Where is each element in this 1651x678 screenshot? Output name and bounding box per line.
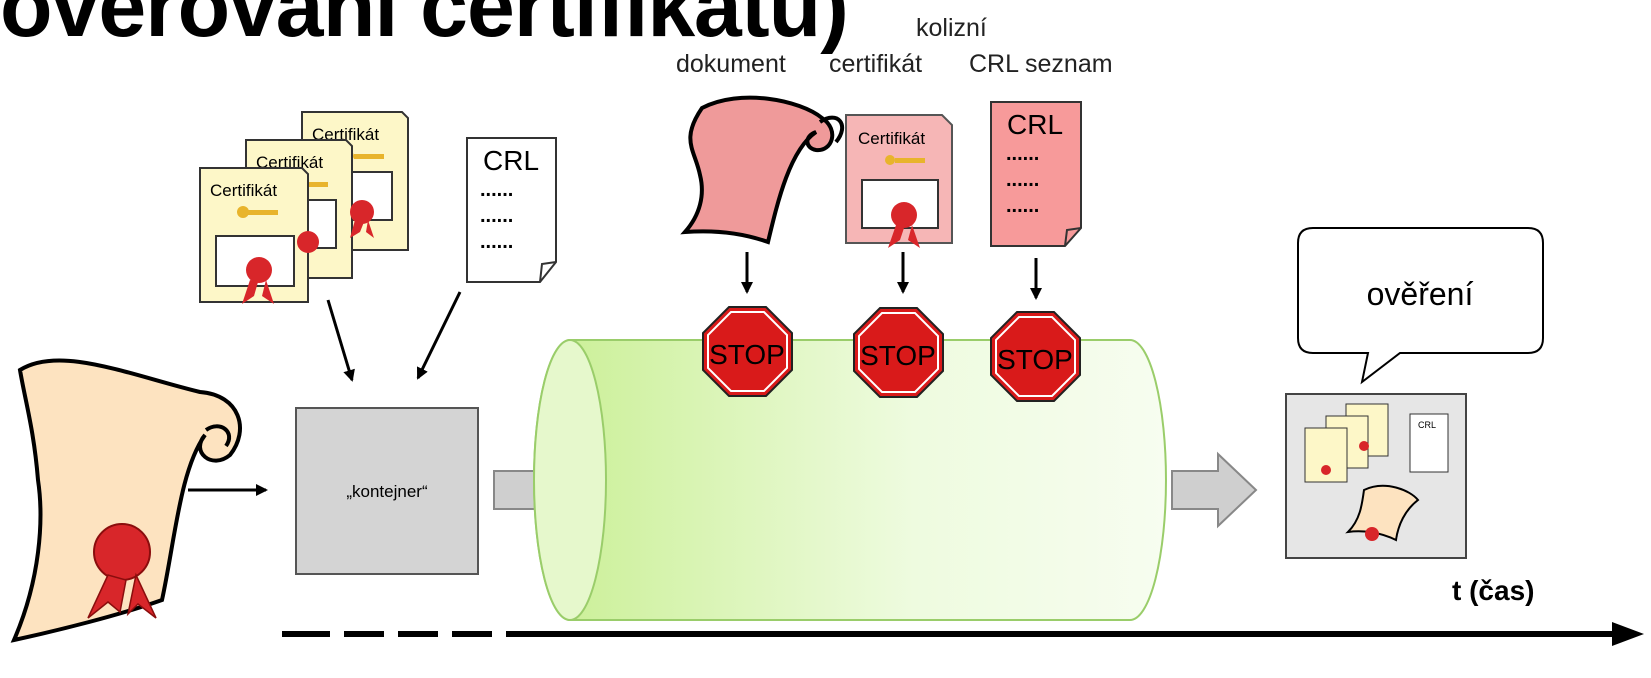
certificate-label: Certifikát	[858, 129, 925, 148]
crl-dots: ......	[1006, 195, 1039, 217]
stop-label: STOP	[997, 344, 1073, 375]
container-box: „kontejner“	[295, 407, 479, 575]
verification-label: ověření	[1367, 276, 1474, 312]
page-title: ověřování certifikátu)	[0, 0, 849, 55]
collision-crl-icon: CRL ...... ...... ......	[990, 101, 1082, 247]
label-crl-seznam: CRL seznam	[969, 50, 1113, 78]
crl-label: CRL	[1007, 109, 1063, 140]
stop-sign-icon: STOP	[702, 306, 793, 397]
time-pipe	[533, 339, 1167, 621]
time-axis-arrowhead	[1612, 622, 1644, 646]
certificate-icon: Certifikát	[199, 167, 319, 304]
collision-certificate-icon: Certifikát	[845, 114, 953, 248]
label-kolizni-certifikat: certifikát	[829, 50, 923, 78]
label-dokument: dokument	[676, 50, 786, 78]
crl-dots: ......	[480, 231, 513, 253]
crl-dots: ......	[1006, 169, 1039, 191]
certificate-stack: Certifikát Certifikát Certifikát	[199, 111, 409, 304]
label-kolizni: kolizní	[916, 14, 987, 42]
crl-dots: ......	[1006, 143, 1039, 165]
arrow-certs-to-container	[326, 299, 355, 382]
arrow-crl-to-container	[416, 291, 462, 380]
crl-dots: ......	[480, 179, 513, 201]
stop-label: STOP	[709, 339, 785, 370]
certificate-label: Certifikát	[210, 181, 277, 200]
stop-sign-icon: STOP	[990, 311, 1081, 402]
container-label: „kontejner“	[346, 482, 428, 501]
document-scroll-icon	[10, 358, 242, 643]
verification-result-box: CRL	[1285, 393, 1467, 559]
time-axis-label: t (čas)	[1452, 575, 1534, 606]
block-arrow-to-verification	[1171, 451, 1258, 529]
collision-document-icon	[680, 95, 844, 245]
mini-crl-label: CRL	[1418, 420, 1436, 430]
crl-label: CRL	[483, 145, 539, 176]
verification-speech-bubble: ověření	[1297, 227, 1544, 385]
crl-dots: ......	[480, 205, 513, 227]
stop-label: STOP	[860, 340, 936, 371]
crl-document: CRL ...... ...... ......	[466, 137, 557, 283]
stop-sign-icon: STOP	[853, 307, 944, 398]
